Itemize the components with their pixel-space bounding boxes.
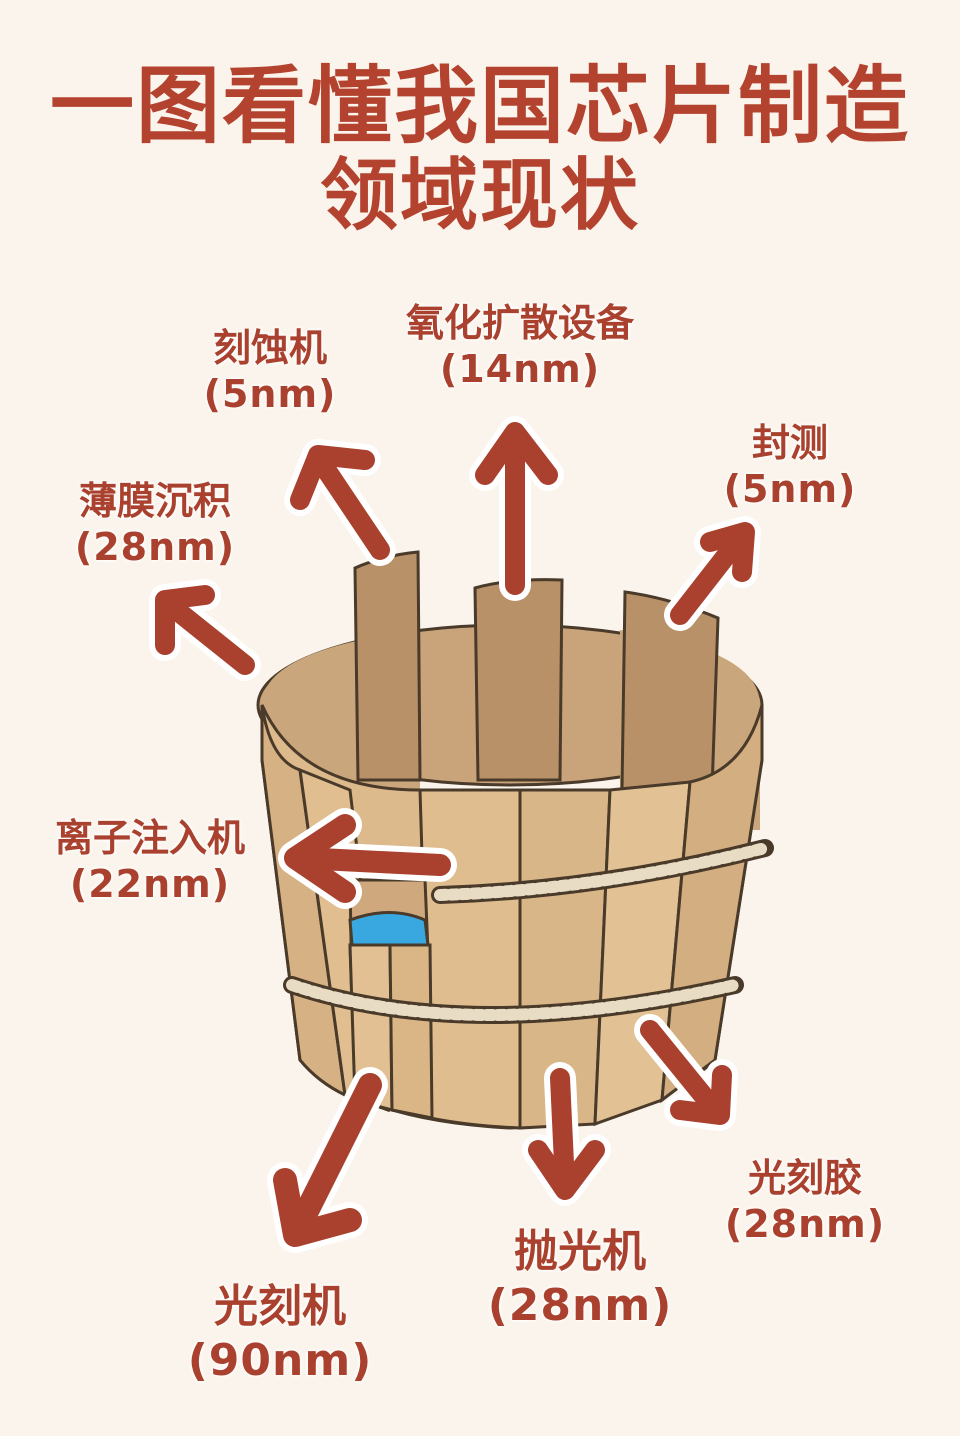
label-etching-name: 刻蚀机 [212,326,327,370]
label-photoresist-value: (28nm) [724,1202,886,1246]
ropes [283,839,774,1024]
arrow-photoresist [634,1014,738,1131]
label-polishing-value: (28nm) [487,1280,673,1331]
arrow-etching [284,439,396,566]
label-lithography-name: 光刻机 [214,1281,346,1332]
label-thin-film-name: 薄膜沉积 [78,479,231,523]
label-ion-implant-value: (22nm) [69,862,231,906]
label-lithography: 光刻机 (90nm) [180,1280,380,1388]
label-thin-film-value: (28nm) [74,525,236,569]
label-photoresist-name: 光刻胶 [747,1156,862,1200]
label-ion-implant-name: 离子注入机 [54,816,245,860]
label-oxidation-name: 氧化扩散设备 [405,301,634,345]
label-polishing-name: 抛光机 [514,1226,646,1277]
title-line-1: 一图看懂我国芯片制造 [49,57,910,155]
label-etching: 刻蚀机 (5nm) [175,325,365,417]
label-oxidation: 氧化扩散设备 (14nm) [365,300,675,392]
label-packaging: 封测 (5nm) [705,420,875,512]
label-packaging-name: 封测 [751,421,828,465]
label-oxidation-value: (14nm) [439,347,601,391]
title-line-2: 领域现状 [319,151,640,241]
label-polishing: 抛光机 (28nm) [480,1225,680,1333]
label-etching-value: (5nm) [203,372,337,416]
arrow-thin-film [149,579,261,681]
label-ion-implant: 离子注入机 (22nm) [25,815,275,907]
label-photoresist: 光刻胶 (28nm) [715,1155,895,1247]
tall-staves [353,550,720,792]
label-packaging-value: (5nm) [723,467,857,511]
arrow-lithography [267,1067,388,1253]
label-thin-film: 薄膜沉积 (28nm) [45,478,265,570]
label-lithography-value: (90nm) [187,1335,373,1386]
arrow-oxidation [469,416,564,601]
arrow-polishing [522,1062,611,1206]
arrow-packaging [664,516,761,631]
arrows [149,416,761,1253]
arrow-ion-implant [278,808,457,909]
